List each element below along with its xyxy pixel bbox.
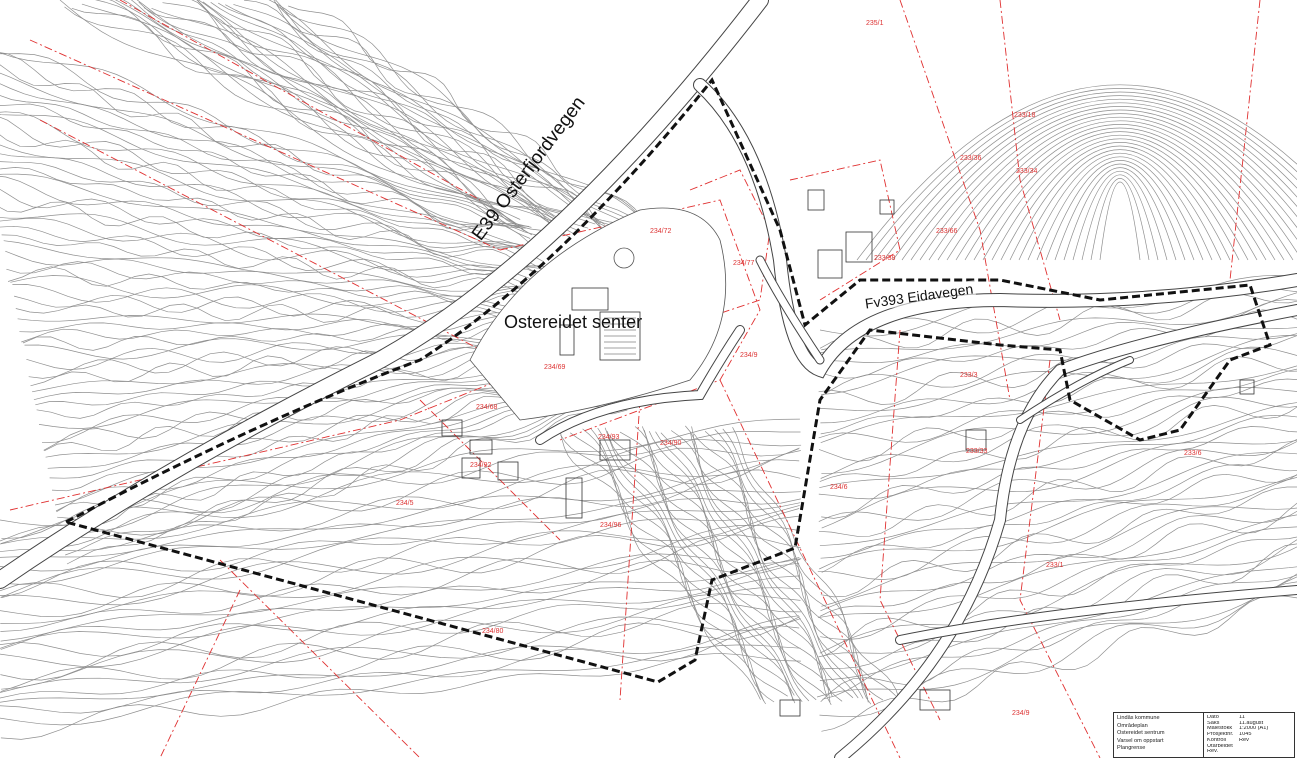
- title-block-field-value: 11: [1239, 715, 1245, 720]
- title-block-field-value: 1045: [1239, 732, 1252, 738]
- title-block-field-value: 1:2000 (A1): [1239, 726, 1269, 732]
- parcel-label: 234/6: [830, 484, 848, 491]
- title-block-field-value: [1239, 749, 1291, 755]
- parcel-label: 234/72: [650, 228, 672, 235]
- parcel-label: 234/9: [740, 352, 758, 359]
- title-block-field-key: Utarbeidet av: [1207, 743, 1233, 750]
- title-block-line: Varsel om oppstart: [1117, 737, 1164, 744]
- title-block-field-key: Saks: [1207, 720, 1220, 726]
- parcel-label: 233/6: [1184, 450, 1202, 457]
- parcel-label: 233/66: [936, 228, 958, 235]
- parcel-label: 234/69: [544, 364, 566, 371]
- title-block-field-key: Prosjektnr.: [1207, 732, 1234, 738]
- parcel-label: 234/80: [482, 628, 504, 635]
- parcel-label: 233/18: [1014, 112, 1036, 119]
- parcel-label: 233/3: [960, 372, 978, 379]
- title-block-field-key: Rev.: [1207, 749, 1219, 755]
- parcel-label: 234/9: [1012, 710, 1030, 717]
- parcel-label: 234/68: [476, 404, 498, 411]
- parcel-label: 235/1: [866, 20, 884, 27]
- title-block-field-value: Rev: [1239, 737, 1249, 743]
- plan-boundary-line: [61, 77, 1272, 684]
- title-block-field-key: Dato: [1207, 715, 1219, 720]
- parcel-label: 234/90: [660, 440, 682, 447]
- parcel-label: 233/34: [1016, 168, 1038, 175]
- title-block-field-value: 11.august: [1239, 720, 1264, 726]
- parcel-label: 234/93: [598, 434, 620, 441]
- buildings: [441, 189, 1255, 717]
- parcel-boundaries: [9, 0, 1261, 758]
- parcel-label: 234/92: [470, 462, 492, 469]
- parcel-label: 233/33: [966, 448, 988, 455]
- parcel-label: 234/96: [600, 522, 622, 529]
- parcel-label: 233/1: [1046, 562, 1064, 569]
- parcel-label: 233/38: [874, 255, 896, 262]
- title-block-line: Områdeplan: [1117, 722, 1148, 729]
- parcel-label: 233/36: [960, 155, 982, 162]
- title-block-field-key: Målestokk: [1207, 726, 1233, 732]
- place-label-center: Ostereidet senter: [504, 312, 643, 332]
- contour-lines: [0, 0, 1297, 740]
- title-block-line: Plangrense: [1117, 745, 1146, 752]
- title-block-line: Ostereidet sentrum: [1117, 730, 1165, 737]
- parcel-label: 234/5: [396, 500, 414, 507]
- title-block-line: Lindås kommune: [1117, 715, 1160, 721]
- title-block-field-key: Kontroll: [1207, 737, 1226, 743]
- parcel-label: 234/77: [733, 260, 755, 267]
